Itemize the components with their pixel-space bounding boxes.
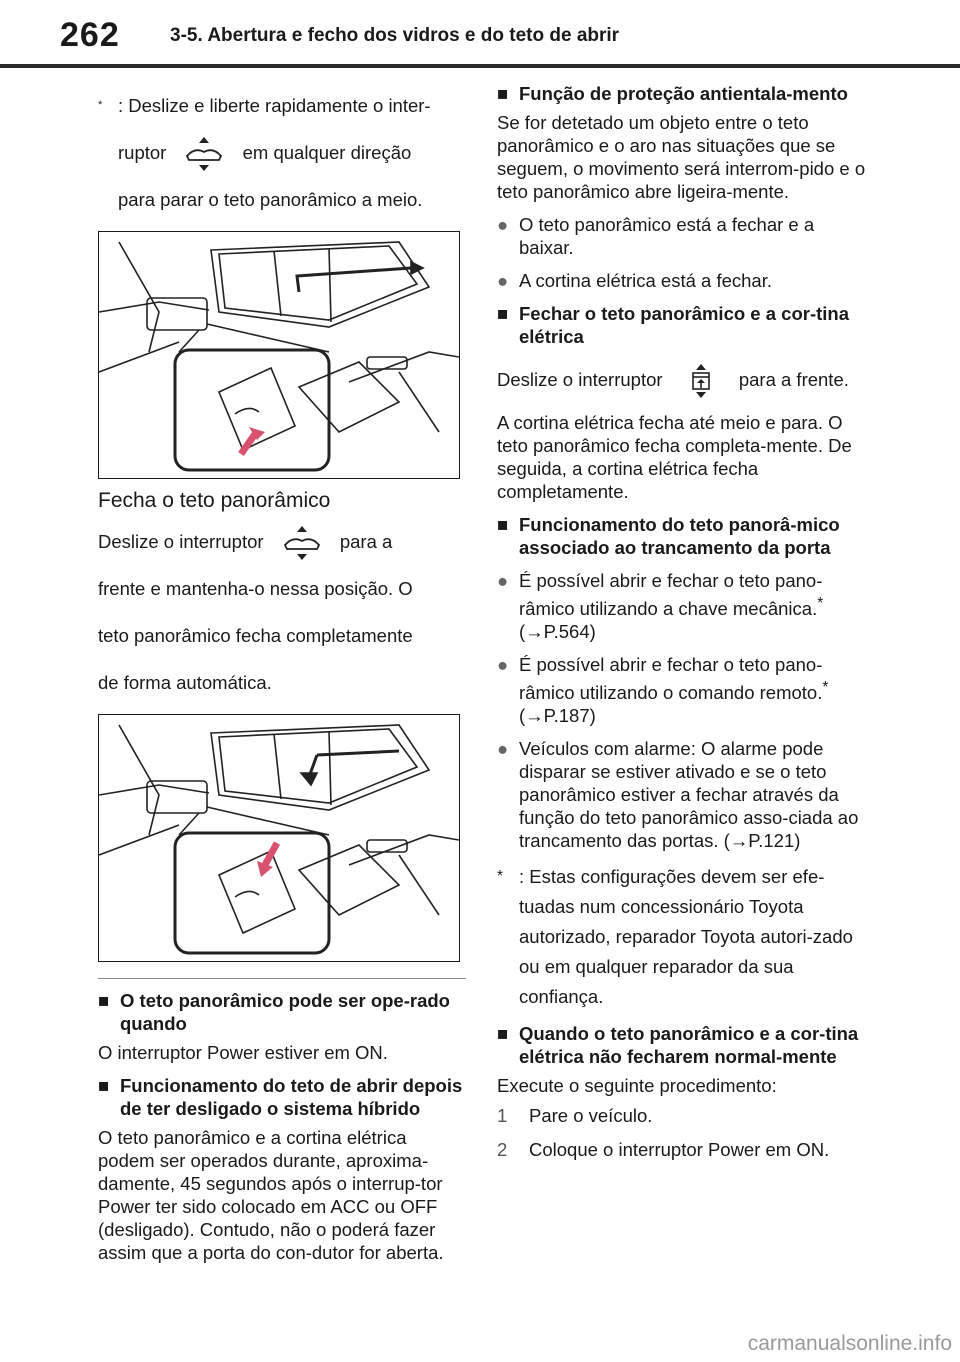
right-column: ■Função de proteção antientala-mento Se … [497, 82, 869, 1169]
section-title: 3-5. Abertura e fecho dos vidros e do te… [170, 25, 620, 46]
page-reference: (→P.564) [519, 621, 596, 643]
slide-switch-icon [691, 364, 710, 399]
illustration-open-switch [98, 231, 460, 479]
list-item: ●É possível abrir e fechar o teto pano-r… [497, 654, 829, 727]
page-header: 262 3-5. Abertura e fecho dos vidros e d… [0, 0, 960, 68]
footnote: * : Deslize e liberte rapidamente o inte… [98, 95, 431, 210]
tilt-switch-icon [283, 526, 320, 561]
tilt-switch-icon [186, 137, 223, 172]
left-column: * : Deslize e liberte rapidamente o inte… [98, 82, 466, 1264]
subheading: ■Função de proteção antientala-mento [497, 83, 848, 104]
footnote: *: Estas configurações devem ser efe-tua… [497, 866, 853, 1008]
paragraph: Execute o seguinte procedimento: [497, 1075, 777, 1097]
watermark: carmanualsonline.info [747, 1332, 952, 1355]
subheading: ■Fechar o teto panorâmico e a cor-tina e… [497, 303, 849, 347]
footnote-line: : Deslize e liberte rapidamente o inter- [118, 95, 431, 116]
illustration-close-switch [98, 714, 460, 962]
close-instruction: Deslize o interruptor para a frente e ma… [98, 518, 466, 706]
footnote-mark: * [497, 868, 503, 886]
roof-switch-illustration [99, 241, 459, 472]
figure-caption: Fecha o teto panorâmico [98, 489, 331, 512]
paragraph: A cortina elétrica fecha até meio e para… [497, 412, 852, 502]
subheading: ■O teto panorâmico pode ser ope-rado qua… [98, 990, 450, 1034]
paragraph: O teto panorâmico e a cortina elétrica p… [98, 1127, 444, 1263]
list-item: ●Veículos com alarme: O alarme pode disp… [497, 738, 859, 852]
paragraph: Se for detetado um objeto entre o teto p… [497, 112, 866, 202]
page-number: 262 [60, 16, 120, 54]
slide-instruction: Deslize o interruptor para a frente. [497, 356, 869, 403]
roof-switch-illustration [99, 724, 459, 955]
subheading: ■Quando o teto panorâmico e a cor-tina e… [497, 1023, 859, 1068]
header-rule [0, 64, 960, 68]
list-item: ●O teto panorâmico está a fechar e a bai… [497, 214, 815, 258]
paragraph: O interruptor Power estiver em ON. [98, 1042, 388, 1063]
list-item: ●É possível abrir e fechar o teto pano-r… [497, 570, 824, 643]
page-reference: (→P.187) [519, 705, 596, 727]
divider [98, 978, 466, 979]
subheading: ■Funcionamento do teto panorâ-mico assoc… [497, 514, 840, 558]
subheading: ■Funcionamento do teto de abrir depois d… [98, 1075, 463, 1119]
list-item: ●A cortina elétrica está a fechar. [497, 270, 772, 291]
footnote-mark: * [98, 99, 103, 111]
